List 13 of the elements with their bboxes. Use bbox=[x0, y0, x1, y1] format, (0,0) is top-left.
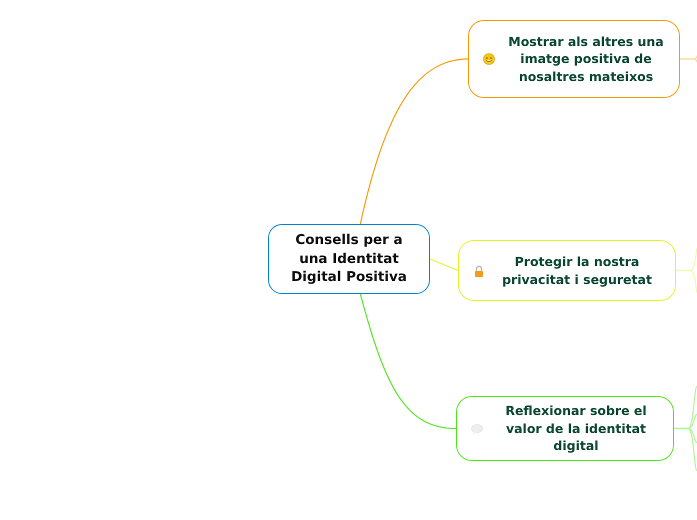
central-topic bbox=[268, 224, 430, 294]
topic-text: Consells per a una Identitat Digital Positiva bbox=[290, 230, 408, 288]
topic-box bbox=[458, 240, 676, 301]
branch-line bbox=[360, 58, 468, 224]
topic-box bbox=[468, 20, 680, 98]
topic-text: Mostrar als altres una imatge positiva de nosaltres mateixos bbox=[507, 32, 665, 86]
topic-text: Reflexionar sobre el valor de la identitat digital bbox=[504, 402, 648, 455]
branch-line bbox=[676, 270, 697, 293]
branch-line bbox=[360, 294, 456, 430]
branch-line bbox=[430, 258, 458, 272]
topic-text: Protegir la nostra privacitat i seguretat bbox=[501, 253, 653, 288]
topic-box bbox=[456, 396, 674, 461]
branch-line bbox=[674, 428, 697, 471]
